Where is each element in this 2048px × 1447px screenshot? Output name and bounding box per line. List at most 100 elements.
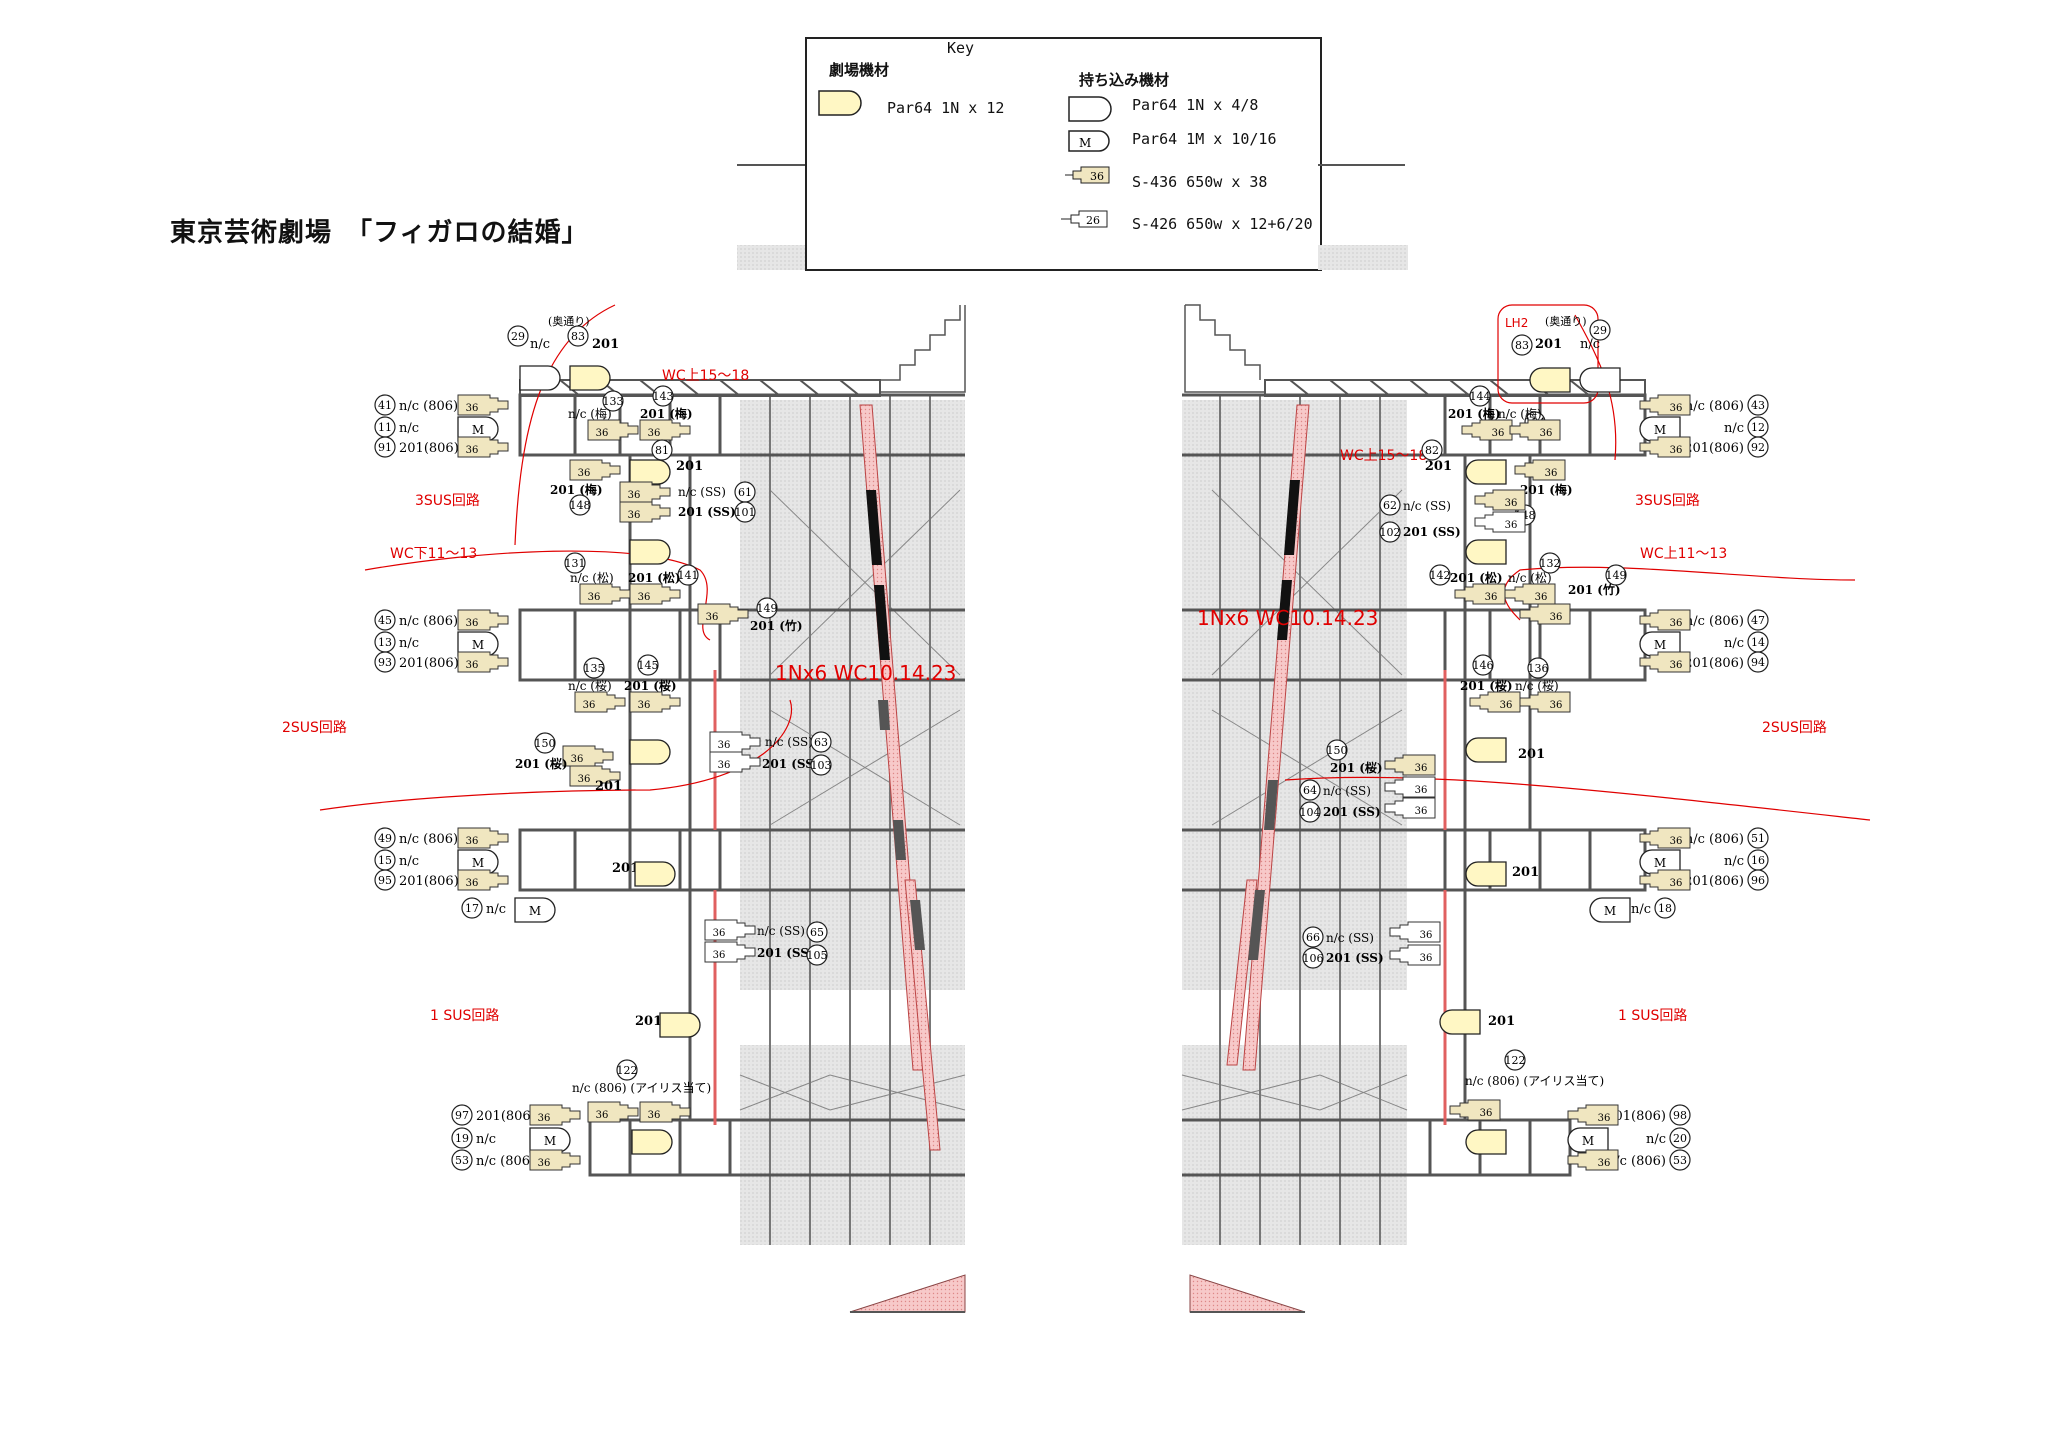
left-inner-circuit: 81: [655, 444, 669, 457]
right-inner-circuit: 146: [1473, 659, 1494, 672]
left-row3-circuit: 15: [378, 854, 392, 867]
left-inner-label: n/c (SS): [678, 485, 726, 499]
right-row2-profile-icon: [1639, 651, 1691, 673]
right-inner-circuit-ring: [1504, 1049, 1526, 1071]
boom-left: [859, 404, 941, 1151]
wc-top-right-label: WC上15～18: [1340, 448, 1427, 464]
right-inner-profile: 36: [1500, 700, 1513, 711]
right-inner-label: 201: [1488, 1014, 1515, 1029]
left-row1-profile-icon: [457, 394, 509, 416]
left-row3-label: 201(806): [399, 874, 459, 889]
key-item-label: Par64 1M x 10/16: [1132, 130, 1277, 148]
right-inner-label: 201 (松): [1450, 570, 1503, 585]
right-inner-profile-26: 36: [1420, 930, 1433, 941]
key-36-glyph: 36: [1090, 170, 1104, 183]
right-inner-profile: 36: [1505, 498, 1518, 509]
right-row4-profile-icon: [1567, 1104, 1619, 1126]
right-row1-label: 201(806): [1684, 441, 1744, 456]
left-inner-profile: 36: [638, 700, 651, 711]
left-top-circuit: 29: [511, 330, 525, 343]
left-inner-profile-icon: [562, 745, 614, 767]
left-inner-circuit: 105: [807, 949, 828, 962]
left-row4-label: 201(806): [476, 1109, 536, 1124]
page-title: 東京芸術劇場 「フィガロの結婚」: [170, 218, 589, 248]
left-inner-profile: 36: [628, 490, 641, 501]
right-row1-circuit: 92: [1751, 441, 1765, 454]
right-inner-circuit-ring: [1379, 521, 1401, 543]
left-inner-circuit: 61: [738, 486, 752, 499]
left-row4-profile: 36: [538, 1113, 551, 1124]
right-inner-profile: 36: [1540, 428, 1553, 439]
lh2-label: LH2: [1505, 316, 1528, 330]
left-row2-profile: 36: [466, 618, 479, 629]
right-row1-label: n/c: [1724, 421, 1744, 436]
right-row4-par-1m: [1567, 1127, 1609, 1153]
left-inner-circuit: 122: [617, 1064, 638, 1077]
right-inner-profile-26: 36: [1420, 953, 1433, 964]
key-s426-icon: [1061, 210, 1108, 228]
right-inner-circuit: 132: [1540, 557, 1561, 570]
left-inner-profile-26-icon: [704, 941, 756, 963]
right-inner-label: 201 (SS): [1403, 525, 1461, 539]
left-row3-par-1m-glyph: M: [529, 904, 541, 918]
right-top-par-house: [1529, 367, 1571, 393]
left-inner-label: n/c (SS): [757, 924, 805, 938]
left-inner-profile: 36: [578, 774, 591, 785]
right-inner-par-house: [1465, 539, 1507, 565]
key-heading: Key: [947, 39, 975, 57]
left-top-par-house: [569, 365, 611, 391]
right-row4-circuit: 53: [1673, 1154, 1687, 1167]
key-par-house-icon: [818, 90, 862, 116]
right-row4-profile: 36: [1598, 1113, 1611, 1124]
left-inner-profile: 36: [628, 510, 641, 521]
left-inner-profile-icon: [569, 459, 621, 481]
right-row3-circuit-ring: [1747, 827, 1769, 849]
left-inner-circuit: 143: [653, 390, 674, 403]
left-row2-label: n/c: [399, 636, 419, 651]
key-legend: Key 劇場機材 持ち込み機材 M 36 26 Par64 1N x 12 Pa…: [805, 37, 1322, 271]
left-inner-circuit: 141: [678, 569, 699, 582]
left-inner-par-house: [631, 1129, 673, 1155]
right-row4-label: 201(806): [1606, 1109, 1666, 1124]
right-inner-circuit: 149: [1606, 569, 1627, 582]
left-row2-label: 201(806): [399, 656, 459, 671]
left-inner-circuit: 65: [810, 926, 824, 939]
left-row2-circuit: 93: [378, 656, 392, 669]
left-inner-profile-icon: [639, 419, 691, 441]
left-inner-profile-26: 36: [713, 950, 726, 961]
right-row4-profile-icon: [1567, 1149, 1619, 1171]
right-row1-label: n/c (806): [1685, 399, 1744, 414]
left-row1-label: 201(806): [399, 441, 459, 456]
left-inner-circuit-ring: [616, 1059, 638, 1081]
right-inner-label: 201 (梅): [1448, 406, 1501, 421]
top-nc-left: n/c: [530, 337, 550, 352]
right-row1-profile-icon: [1639, 394, 1691, 416]
wc-right-mid-label: WC上11～13: [1640, 546, 1727, 562]
right-row1-profile: 36: [1670, 445, 1683, 456]
left-row3-circuit-ring: [461, 897, 483, 919]
right-inner-circuit-ring: [1302, 926, 1324, 948]
right-row2-circuit-ring: [1747, 651, 1769, 673]
left-inner-circuit-ring: [810, 754, 832, 776]
left-row1-label: n/c: [399, 421, 419, 436]
left-inner-profile: 36: [648, 428, 661, 439]
right-inner-circuit: 82: [1425, 444, 1439, 457]
left-inner-circuit-ring: [583, 657, 605, 679]
left-row4-circuit-ring: [451, 1104, 473, 1126]
right-row3-circuit: 16: [1751, 854, 1765, 867]
right-top-circuit-ring: [1511, 334, 1533, 356]
right-inner-circuit: 142: [1430, 569, 1451, 582]
left-top-circuit: 83: [571, 330, 585, 343]
left-row4-circuit-ring: [451, 1149, 473, 1171]
right-inner-profile-26: 36: [1505, 520, 1518, 531]
left-inner-profile-icon: [639, 1101, 691, 1123]
right-inner-circuit: 64: [1303, 784, 1317, 797]
left-inner-circuit-ring: [806, 921, 828, 943]
left-inner-profile: 36: [578, 468, 591, 479]
left-row4-circuit-ring: [451, 1127, 473, 1149]
left-inner-label: 201 (桜): [515, 756, 568, 771]
left-row1-circuit: 91: [378, 441, 392, 454]
right-inner-circuit: 62: [1383, 499, 1397, 512]
left-inner-profile-icon: [574, 691, 626, 713]
stage-structure: [518, 164, 1647, 1313]
